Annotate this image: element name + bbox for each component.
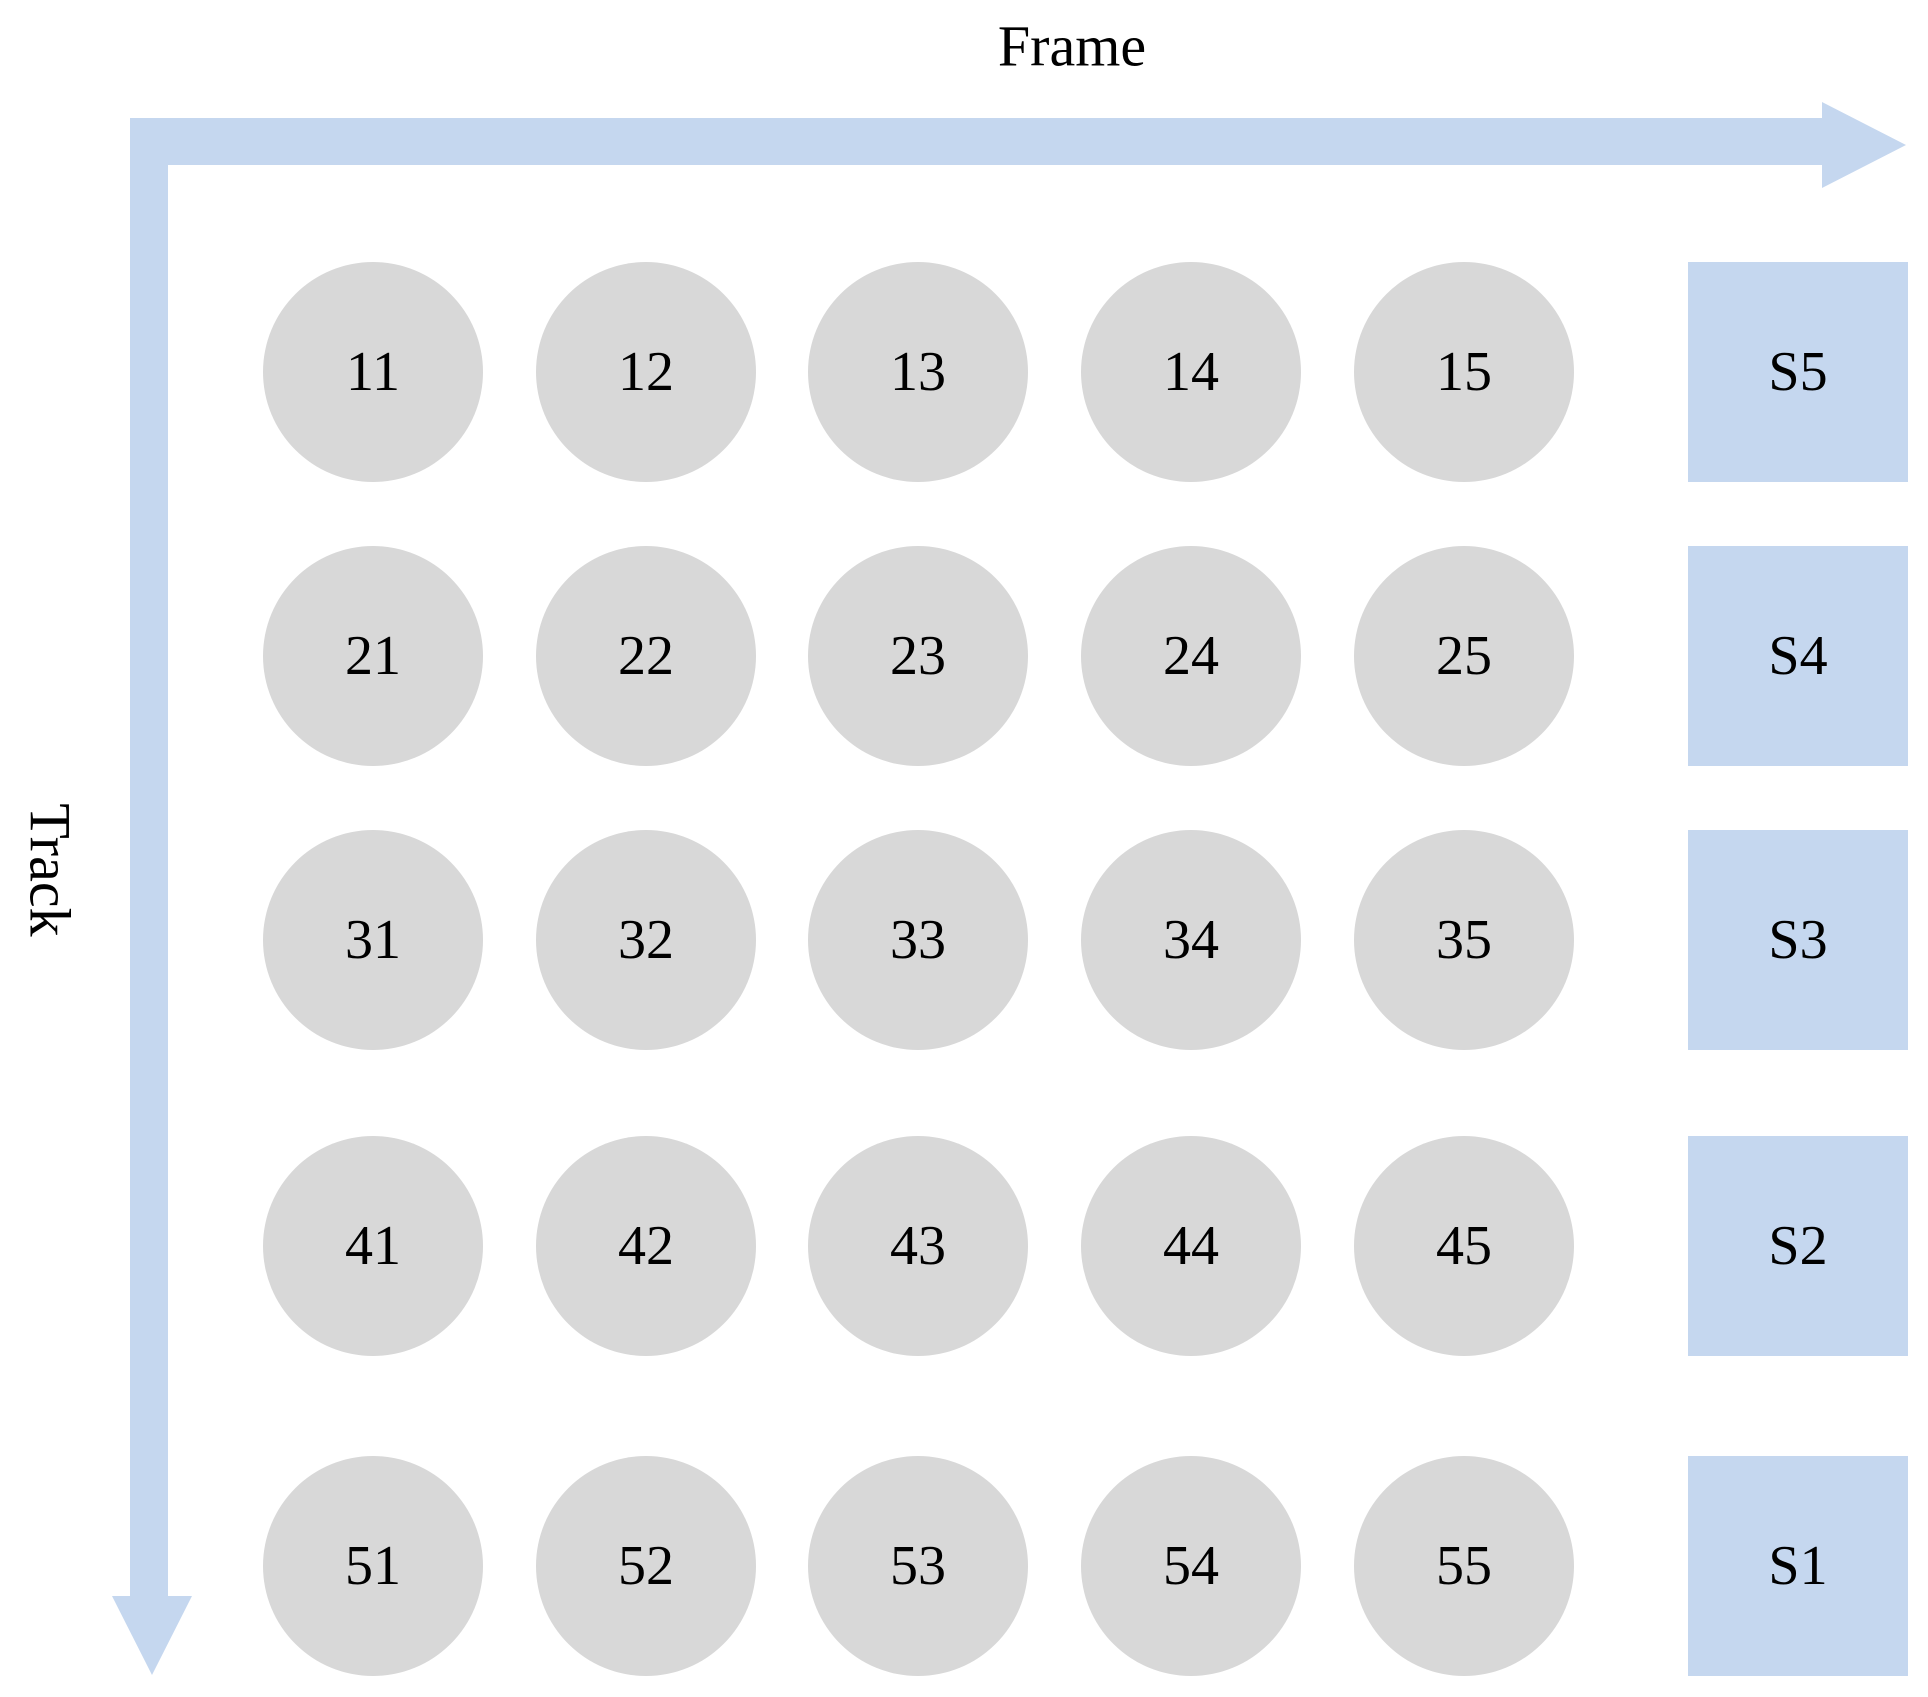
grid-node: 54 bbox=[1081, 1456, 1301, 1676]
node-label: 43 bbox=[890, 1215, 946, 1277]
side-box-s4: S4 bbox=[1688, 546, 1908, 766]
side-box-s1: S1 bbox=[1688, 1456, 1908, 1676]
grid-node: 31 bbox=[263, 830, 483, 1050]
node-label: 34 bbox=[1163, 909, 1219, 971]
node-circle bbox=[1081, 830, 1301, 1050]
node-label: 52 bbox=[618, 1535, 674, 1597]
side-box-rect bbox=[1688, 546, 1908, 766]
node-circle bbox=[1081, 1136, 1301, 1356]
node-label: 15 bbox=[1436, 341, 1492, 403]
node-label: 42 bbox=[618, 1215, 674, 1277]
side-box-s3: S3 bbox=[1688, 830, 1908, 1050]
grid-node: 52 bbox=[536, 1456, 756, 1676]
grid-node: 43 bbox=[808, 1136, 1028, 1356]
node-circle bbox=[1081, 1456, 1301, 1676]
node-label: 13 bbox=[890, 341, 946, 403]
node-label: 21 bbox=[345, 625, 401, 687]
node-circle bbox=[1354, 830, 1574, 1050]
grid-node: 12 bbox=[536, 262, 756, 482]
side-box-rect bbox=[1688, 830, 1908, 1050]
grid-node: 51 bbox=[263, 1456, 483, 1676]
node-label: 41 bbox=[345, 1215, 401, 1277]
node-circle bbox=[536, 830, 756, 1050]
node-label: 31 bbox=[345, 909, 401, 971]
node-label: 14 bbox=[1163, 341, 1219, 403]
node-label: 45 bbox=[1436, 1215, 1492, 1277]
side-box-label: S5 bbox=[1768, 341, 1827, 403]
grid-node: 32 bbox=[536, 830, 756, 1050]
side-box-rect bbox=[1688, 262, 1908, 482]
track-axis-arrow bbox=[112, 118, 192, 1675]
node-circle bbox=[263, 830, 483, 1050]
node-circle bbox=[536, 262, 756, 482]
node-label: 23 bbox=[890, 625, 946, 687]
node-circle bbox=[263, 1456, 483, 1676]
grid-node: 13 bbox=[808, 262, 1028, 482]
grid-node: 33 bbox=[808, 830, 1028, 1050]
grid-node: 45 bbox=[1354, 1136, 1574, 1356]
node-circle bbox=[536, 546, 756, 766]
side-box-label: S1 bbox=[1768, 1535, 1827, 1597]
grid-node: 22 bbox=[536, 546, 756, 766]
grid-node: 53 bbox=[808, 1456, 1028, 1676]
node-circle bbox=[536, 1136, 756, 1356]
node-label: 33 bbox=[890, 909, 946, 971]
node-circle bbox=[808, 546, 1028, 766]
node-circle bbox=[808, 262, 1028, 482]
node-circle bbox=[1354, 1136, 1574, 1356]
node-circle bbox=[808, 1456, 1028, 1676]
node-circle bbox=[1354, 262, 1574, 482]
node-circle bbox=[808, 830, 1028, 1050]
grid-node: 44 bbox=[1081, 1136, 1301, 1356]
node-circle bbox=[536, 1456, 756, 1676]
grid-node: 24 bbox=[1081, 546, 1301, 766]
grid-node: 11 bbox=[263, 262, 483, 482]
side-box-s5: S5 bbox=[1688, 262, 1908, 482]
node-circle bbox=[263, 546, 483, 766]
node-circle bbox=[1354, 1456, 1574, 1676]
grid-node: 55 bbox=[1354, 1456, 1574, 1676]
node-circle bbox=[808, 1136, 1028, 1356]
node-label: 55 bbox=[1436, 1535, 1492, 1597]
node-label: 22 bbox=[618, 625, 674, 687]
node-circle bbox=[263, 262, 483, 482]
side-box-rect bbox=[1688, 1136, 1908, 1356]
node-circle bbox=[1081, 546, 1301, 766]
grid-node: 34 bbox=[1081, 830, 1301, 1050]
node-label: 35 bbox=[1436, 909, 1492, 971]
side-box-label: S3 bbox=[1768, 909, 1827, 971]
side-box-rect bbox=[1688, 1456, 1908, 1676]
side-box-s2: S2 bbox=[1688, 1136, 1908, 1356]
grid-node: 21 bbox=[263, 546, 483, 766]
node-label: 25 bbox=[1436, 625, 1492, 687]
node-circle bbox=[1081, 262, 1301, 482]
grid-node: 25 bbox=[1354, 546, 1574, 766]
grid-node: 14 bbox=[1081, 262, 1301, 482]
frame-axis-arrow bbox=[130, 102, 1906, 188]
node-label: 11 bbox=[346, 341, 400, 403]
node-label: 54 bbox=[1163, 1535, 1219, 1597]
grid-node: 42 bbox=[536, 1136, 756, 1356]
node-grid: 11 12 13 14 15 S5 21 22 23 24 25 S4 31 32 33 34 35 S3 41 42… bbox=[263, 262, 1908, 1676]
node-circle bbox=[1354, 546, 1574, 766]
side-box-label: S4 bbox=[1768, 625, 1827, 687]
side-box-label: S2 bbox=[1768, 1215, 1827, 1277]
node-label: 44 bbox=[1163, 1215, 1219, 1277]
node-label: 53 bbox=[890, 1535, 946, 1597]
node-label: 32 bbox=[618, 909, 674, 971]
node-label: 12 bbox=[618, 341, 674, 403]
grid-node: 15 bbox=[1354, 262, 1574, 482]
grid-node: 23 bbox=[808, 546, 1028, 766]
track-axis-label: Track bbox=[18, 803, 83, 936]
frame-axis-label: Frame bbox=[998, 14, 1146, 79]
grid-node: 35 bbox=[1354, 830, 1574, 1050]
node-label: 24 bbox=[1163, 625, 1219, 687]
node-circle bbox=[263, 1136, 483, 1356]
node-label: 51 bbox=[345, 1535, 401, 1597]
grid-node: 41 bbox=[263, 1136, 483, 1356]
